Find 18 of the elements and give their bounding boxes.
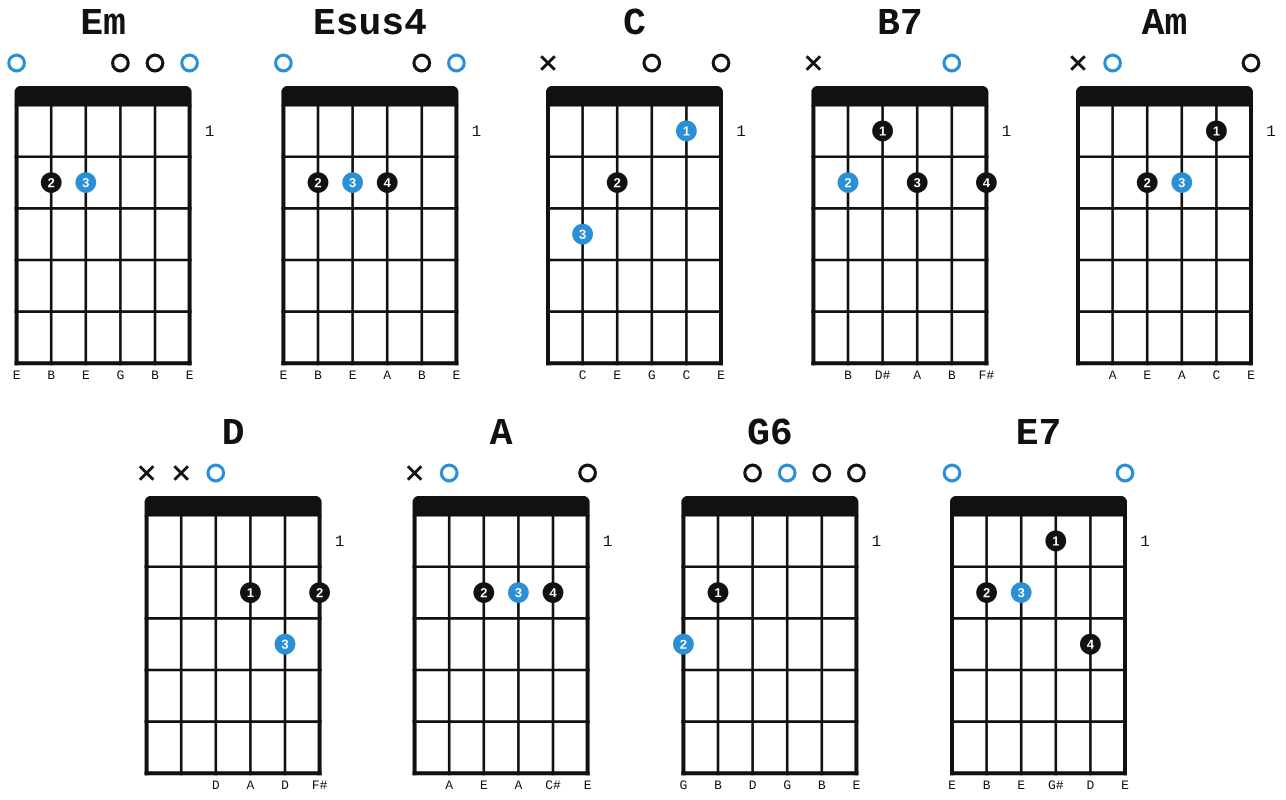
fret-number: 1: [1002, 125, 1011, 136]
chord-name: A: [489, 419, 513, 444]
chord-name: Am: [1141, 9, 1186, 34]
chord-name: Esus4: [315, 9, 426, 35]
fret-number: 1: [472, 125, 481, 136]
chord-name: D: [224, 419, 243, 444]
chord-name: B7: [879, 9, 921, 34]
fret-number: 1: [335, 535, 344, 546]
fret-number: 1: [1267, 125, 1275, 136]
chord-name: C: [624, 8, 645, 35]
fret-number: 1: [872, 535, 881, 546]
chord-name: E7: [1018, 419, 1059, 444]
chord-name: G6: [748, 418, 791, 445]
fret-number: 1: [603, 535, 612, 546]
chord-name: Em: [82, 9, 125, 34]
fret-number: 1: [737, 125, 745, 136]
fret-number: 1: [1141, 535, 1149, 546]
fret-number: 1: [205, 125, 214, 136]
